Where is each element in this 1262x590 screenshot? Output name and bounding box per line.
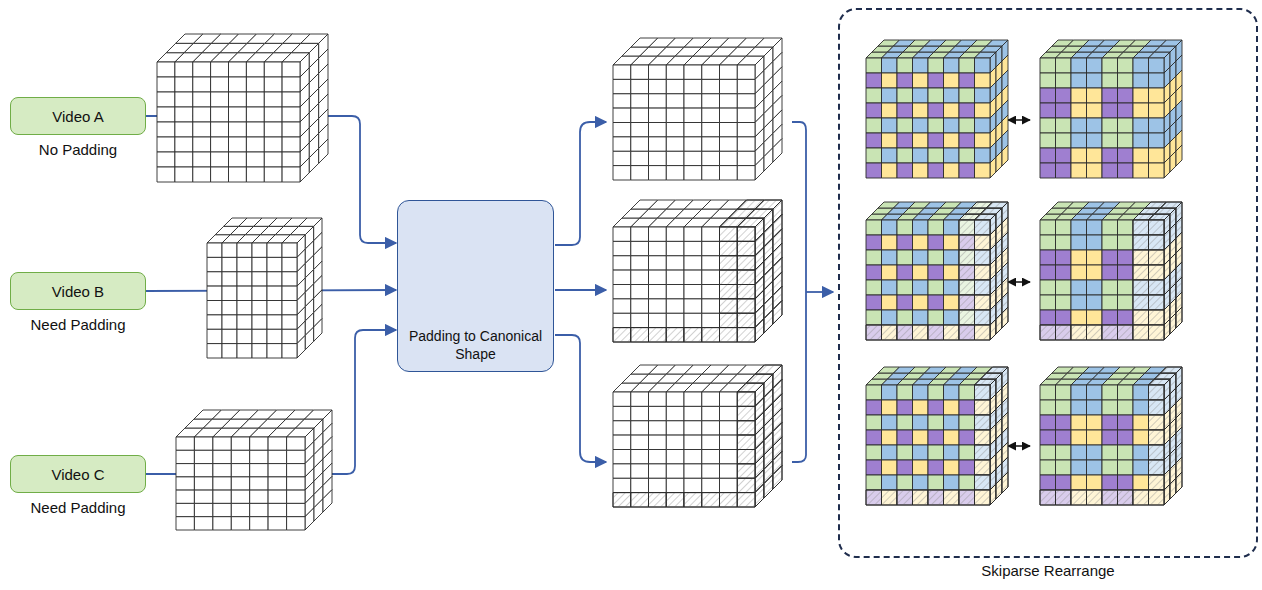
connector-arrow xyxy=(146,330,396,474)
merge-bracket xyxy=(792,122,806,462)
note-label: Need Padding xyxy=(30,499,125,516)
note-label: No Padding xyxy=(39,141,117,158)
output-arrows xyxy=(555,122,833,462)
video-box: Video BNeed Padding xyxy=(10,272,146,310)
note-label: Need Padding xyxy=(30,316,125,333)
video-box: Video CNeed Padding xyxy=(10,455,146,493)
connector-arrow xyxy=(146,116,396,243)
process-box: Padding to Canonical Shape xyxy=(397,200,554,372)
video-box: Video ANo Padding xyxy=(10,97,146,135)
region-label: Skiparse Rearrange xyxy=(981,562,1114,579)
node-label: Video C xyxy=(51,466,104,483)
swap-arrows xyxy=(1008,120,1030,446)
node-label: Video A xyxy=(52,108,103,125)
group-region: Skiparse Rearrange xyxy=(838,8,1258,558)
node-label: Video B xyxy=(52,283,104,300)
node-label: Padding to Canonical Shape xyxy=(398,328,553,363)
